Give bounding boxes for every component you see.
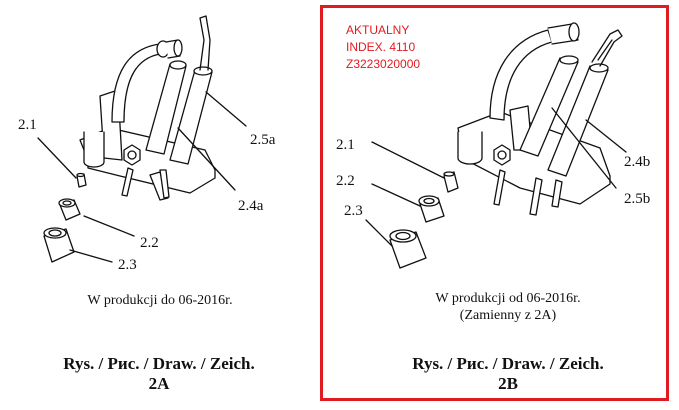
burner-assembly-2a-drawing — [37, 15, 247, 263]
caption-2b-line2: (Zamienny z 2A) — [459, 308, 557, 323]
label-2-2: 2.2 — [140, 235, 159, 251]
notice-line-1: AKTUALNY — [346, 23, 410, 37]
caption-2b: W produkcji od 06-2016r. (Zamienny z 2A) — [378, 290, 638, 324]
label-2-5b: 2.5b — [624, 191, 651, 207]
figure-2a: 2.1 2.2 2.3 2.4a 2.5a W produkcji do 06-… — [0, 0, 318, 410]
figure-title-2a-number: 2A — [148, 374, 170, 393]
label-2-4a: 2.4a — [238, 198, 264, 214]
label-2-3: 2.3 — [118, 257, 137, 273]
label-2-1: 2.1 — [18, 117, 37, 133]
figure-title-2a-line1: Rys. / Рис. / Draw. / Zeich. — [63, 354, 255, 373]
current-version-frame — [320, 5, 669, 401]
figure-title-2b: Rys. / Рис. / Draw. / Zeich. 2B — [358, 354, 658, 394]
caption-2a: W produkcji do 06-2016r. — [87, 293, 233, 308]
caption-2b-line1: W produkcji od 06-2016r. — [435, 291, 581, 306]
figure-2b: 2.1 2.2 2.3 2.4b 2.5b W produkcji od 06-… — [318, 0, 679, 410]
notice-line-3: Z3223020000 — [346, 57, 421, 71]
label-2-5a: 2.5a — [250, 132, 276, 148]
label-2-2: 2.2 — [336, 173, 355, 189]
burner-assembly-2b-drawing — [365, 22, 627, 269]
notice-line-2: INDEX. 4110 — [346, 40, 416, 54]
figure-title-2b-line1: Rys. / Рис. / Draw. / Zeich. — [412, 354, 604, 373]
label-2-3: 2.3 — [344, 203, 363, 219]
label-2-4b: 2.4b — [624, 154, 651, 170]
figure-title-2b-number: 2B — [498, 374, 518, 393]
label-2-1: 2.1 — [336, 137, 355, 153]
current-index-notice: AKTUALNY INDEX. 4110 Z3223020000 — [346, 22, 420, 73]
figure-title-2a: Rys. / Рис. / Draw. / Zeich. 2A — [14, 354, 304, 394]
